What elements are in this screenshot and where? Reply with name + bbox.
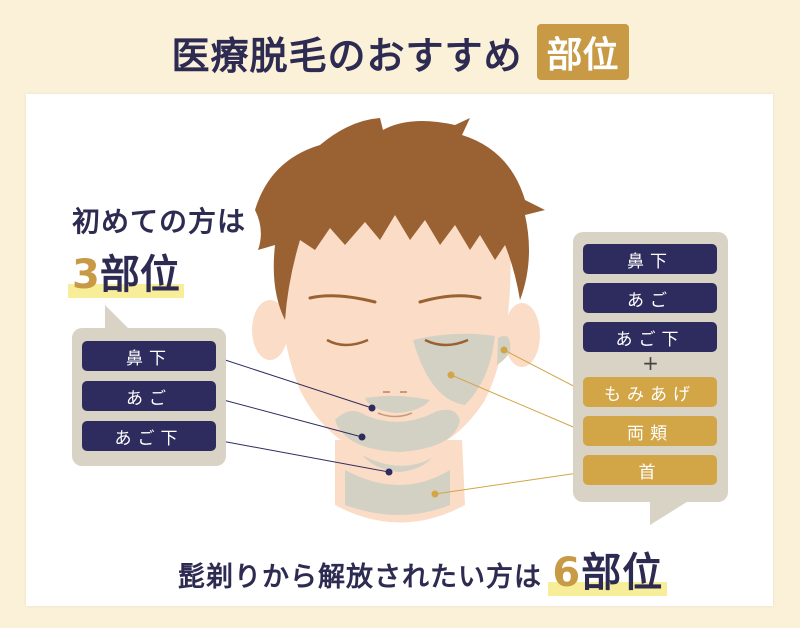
lead-number: 3	[72, 252, 100, 298]
tag-nose-under: 鼻下	[82, 341, 216, 371]
tag-sideburns: もみあげ	[583, 377, 717, 407]
plus-sign: +	[642, 351, 659, 375]
title-main: 医療脱毛のおすすめ	[171, 32, 523, 78]
tag-under-chin: あご下	[82, 421, 216, 451]
lead-heading: 初めての方は 3部位	[68, 200, 247, 300]
highlight-bar	[68, 284, 184, 298]
page-title: 医療脱毛のおすすめ 部位	[0, 24, 800, 80]
tag-cheeks: 両頬	[583, 416, 717, 446]
full-areas-bubble: 鼻下 あご あご下 + もみあげ 両頬 首	[573, 232, 728, 502]
tag-under-chin: あご下	[583, 322, 717, 352]
tag-chin: あご	[583, 283, 717, 313]
bottom-text: 髭剃りから解放されたい方は	[178, 562, 542, 593]
bottom-number: 6	[552, 550, 582, 596]
basic-areas-bubble: 鼻下 あご あご下	[72, 328, 226, 466]
bottom-unit: 部位	[581, 550, 664, 596]
tag-chin: あご	[82, 381, 216, 411]
bottom-caption: 髭剃りから解放されたい方は 6部位	[178, 540, 668, 598]
lead-unit: 部位	[99, 252, 180, 298]
bottom-count: 6部位	[548, 540, 668, 598]
lead-count: 3部位	[68, 242, 184, 300]
tag-nose-under: 鼻下	[583, 244, 717, 274]
lead-line1: 初めての方は	[72, 205, 247, 238]
highlight-bar	[548, 582, 668, 596]
tag-neck: 首	[583, 455, 717, 485]
title-badge: 部位	[536, 24, 629, 80]
